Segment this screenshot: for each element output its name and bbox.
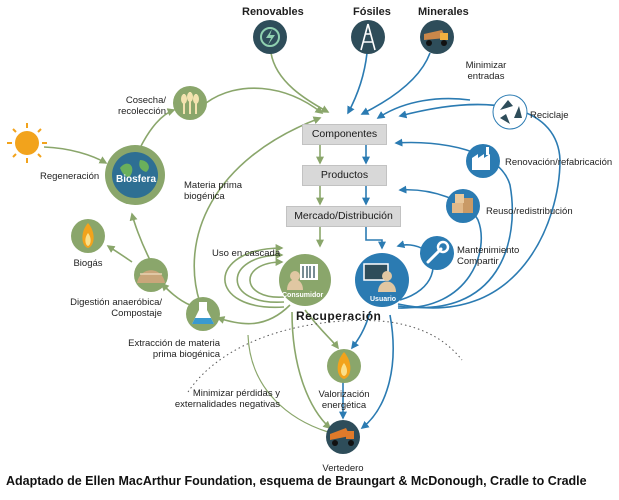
biogenic-raw-label: Materia prima biogénica [184,180,243,202]
landfill-label: Vertedero [322,463,364,474]
energy-recovery-flame-icon [327,349,361,383]
boundary-arc-green [247,334,329,433]
renewables-icon [253,20,287,54]
renewal-label: Renovación/refabricación [505,157,613,168]
recycle-icon [492,94,528,130]
flow-consumer-to-landfill [291,311,332,430]
recovery-label: Recuperación [296,309,382,323]
boundary-dotted-arc [187,319,463,393]
biosphere-node [105,145,165,205]
dump-truck-icon [326,420,360,454]
cascade-loop-1 [249,258,285,298]
renewables-label: Renovables [242,6,304,18]
mining-truck-icon [420,20,454,54]
flow-sun-to-biosphere [43,146,108,164]
flow-user-to-landfill [360,314,394,429]
flow-renewables-to-components [270,52,330,113]
minimize-inputs-label: Minimizar entradas [465,60,507,82]
extraction-label: Extracción de materia prima biogénica [128,338,220,360]
consumer-node [279,254,331,306]
flow-extraction-to-digestion [160,282,191,306]
regeneration-label: Regeneración [40,171,100,182]
recycling-label: Reciclaje [530,110,569,121]
loop-renewal [394,138,514,309]
flow-consumer-to-extraction [216,304,291,325]
flow-digestion-to-biosphere [129,212,151,261]
biogas-flame-icon [71,219,105,253]
oil-derrick-icon [351,20,385,54]
loop-reuse [397,185,482,309]
technical-flows [347,52,561,429]
reuse-label: Reuso/redistribución [486,206,573,217]
flow-fossils-to-components [347,52,368,115]
products-box: Productos [302,165,387,186]
flow-digestion-to-biogas [106,245,133,263]
cascade-loop-2 [236,251,285,303]
cascade-label: Uso en cascada [212,248,281,259]
flow-harvest-to-components [205,87,324,114]
sun-icon [7,123,47,163]
wrench-icon [420,236,454,270]
flow-minimize-to-components [376,97,471,119]
biogas-label: Biogás [73,258,103,269]
biosphere-label: Biosfera [116,174,157,185]
wheat-icon [173,86,207,120]
user-label: Usuario [370,296,397,303]
cascade-loop-3 [224,244,285,308]
user-node [355,253,409,307]
flask-icon [186,297,220,331]
fossils-label: Fósiles [353,6,391,18]
components-box: Componentes [302,124,387,145]
compost-heap-icon [134,258,168,292]
digestion-label: Digestión anaeróbica/ Compostaje [70,297,162,319]
maintenance-label: Mantenimiento Compartir [457,245,520,267]
harvest-label: Cosecha/ recolección [117,95,166,117]
flow-biosphere-to-harvest [139,108,176,149]
market-box: Mercado/Distribución [286,206,401,227]
consumer-label: Consumidor [282,292,324,299]
flow-tech-market-user [365,225,386,250]
flow-minerals-to-components [360,52,431,115]
flow-user-to-energy [351,311,371,350]
source-caption: Adaptado de Ellen MacArthur Foundation, … [6,474,587,488]
boxes-icon [446,189,480,223]
energy-recovery-label: Valorización energética [318,389,370,411]
minerals-label: Minerales [418,6,469,18]
minimize-losses-label: Minimizar pérdidas y externalidades nega… [174,388,280,410]
flow-extraction-to-components [193,116,322,304]
biological-flows [43,52,339,430]
loop-recycling [397,103,561,309]
flow-consumer-to-energy [304,309,339,350]
factory-icon [466,144,500,178]
